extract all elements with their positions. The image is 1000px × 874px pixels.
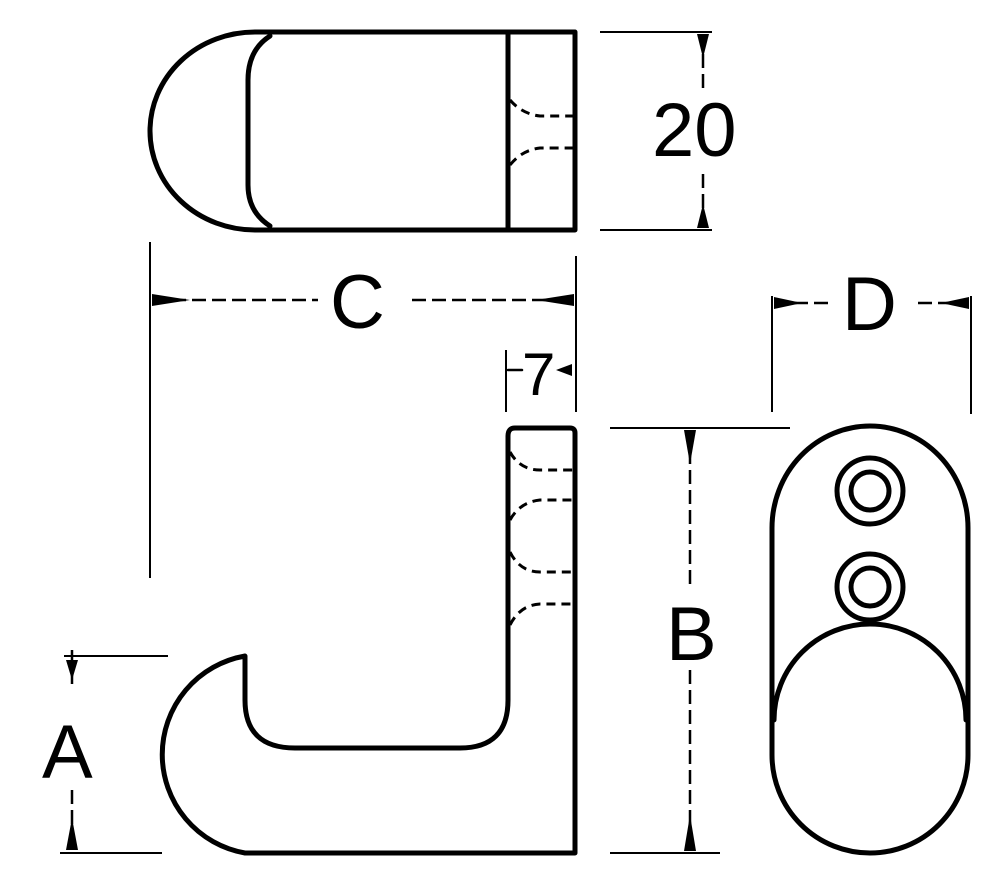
top-view-hidden-hole [508, 99, 574, 166]
top-view [147, 29, 578, 233]
dimension-label-7: 7 [522, 341, 555, 408]
dimension-plate-thickness: 7 [505, 341, 572, 412]
dimension-width-top: 20 [600, 31, 750, 231]
arrowhead [556, 364, 572, 376]
arrowhead [697, 204, 709, 228]
screw-hole-outer [834, 455, 906, 527]
hook-head-circle [771, 621, 969, 723]
arrowhead [774, 297, 802, 309]
dimension-plate-height: B [610, 427, 790, 854]
arrowhead [697, 34, 709, 58]
dimension-label-c: C [330, 260, 385, 345]
screw-hole-outer [834, 551, 906, 623]
top-view-inner-curve [245, 33, 273, 229]
dimension-plate-width: D [771, 262, 972, 414]
side-view [159, 425, 578, 856]
arrowhead [66, 660, 78, 680]
arrowhead [66, 818, 78, 850]
arrowhead [684, 815, 696, 851]
screw-hole-inner [848, 565, 892, 609]
arrowhead [684, 430, 696, 464]
hook-outline [159, 425, 578, 856]
dimension-label-20: 20 [652, 88, 737, 173]
dimension-label-b: B [666, 592, 717, 677]
screw-hole-inner [848, 469, 892, 513]
dimension-overall-length: C [149, 242, 577, 578]
dimension-hook-height: A [42, 650, 168, 854]
top-view-outline [147, 29, 578, 233]
front-view [769, 423, 971, 856]
arrowhead [536, 294, 574, 306]
dimension-label-a: A [42, 710, 93, 795]
hook-hidden-holes [508, 451, 574, 626]
arrowhead [941, 297, 969, 309]
arrowhead [152, 294, 190, 306]
dimension-label-d: D [842, 262, 897, 347]
plate-outline [769, 423, 971, 856]
